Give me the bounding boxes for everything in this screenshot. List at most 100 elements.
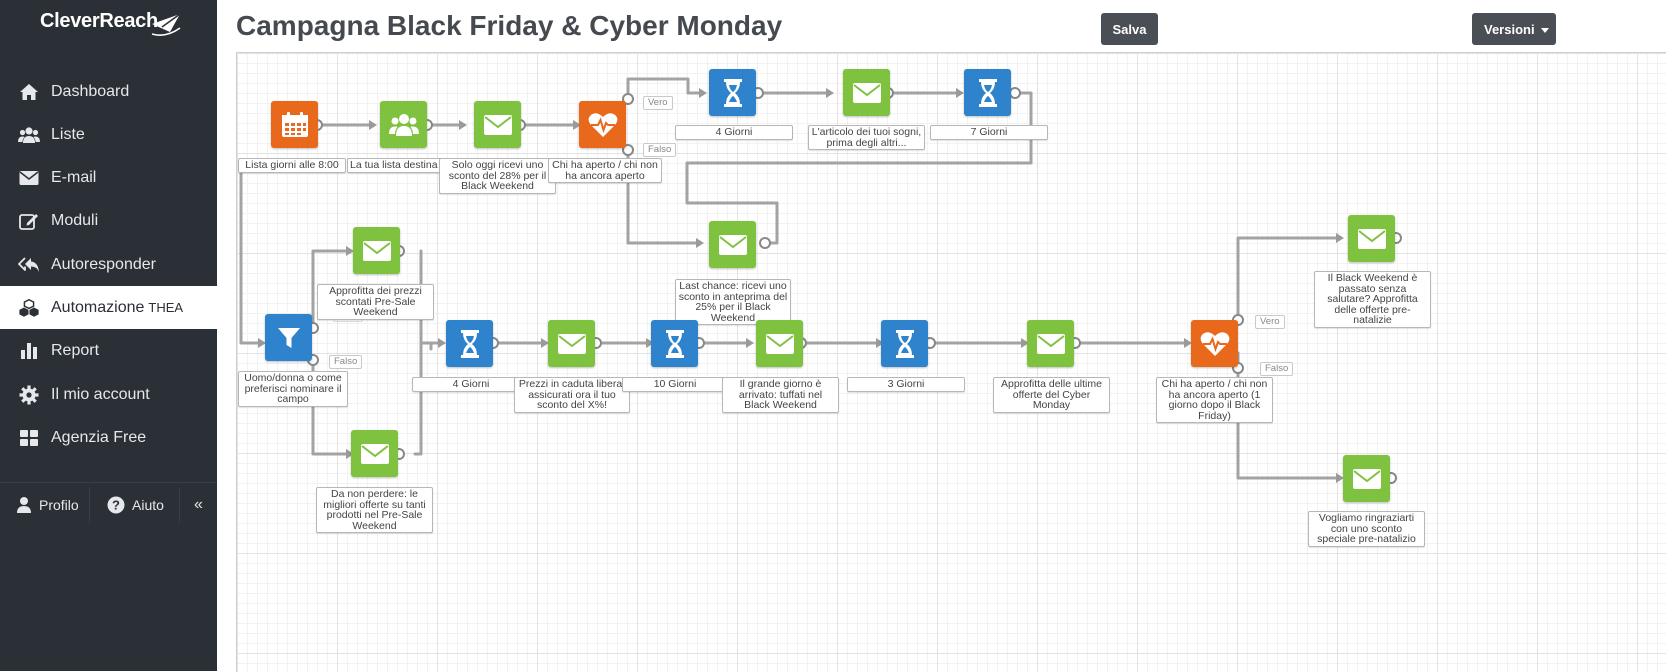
profile-label: Profilo xyxy=(39,497,79,513)
reply-all-icon xyxy=(18,255,40,275)
envelope-icon xyxy=(1352,468,1381,489)
wait-node[interactable] xyxy=(709,69,756,116)
nav-liste-label: Liste xyxy=(51,125,85,143)
condition-node[interactable] xyxy=(1191,320,1238,367)
home-icon xyxy=(18,82,40,102)
email-node[interactable] xyxy=(353,227,400,274)
bar-chart-icon xyxy=(18,341,40,361)
profile-link[interactable]: Profilo xyxy=(16,483,79,527)
email-node[interactable] xyxy=(1343,455,1390,502)
versions-dropdown[interactable]: Versioni xyxy=(1472,13,1556,45)
cubes-icon xyxy=(18,298,40,318)
help-label: Aiuto xyxy=(132,497,164,513)
save-button[interactable]: Salva xyxy=(1101,13,1158,45)
hourglass-icon xyxy=(978,78,997,107)
branch-no-tag: Falso xyxy=(1260,362,1294,376)
nav-account-label: Il mio account xyxy=(51,385,150,403)
node-label: Last chance: ricevi uno sconto in antepr… xyxy=(675,279,791,325)
wait-node[interactable] xyxy=(651,320,698,367)
heartbeat-icon xyxy=(1200,331,1229,356)
nav-email-label: E-mail xyxy=(51,168,97,186)
hourglass-icon xyxy=(895,329,914,358)
collapse-icon: « xyxy=(194,496,203,513)
node-label: Lista giorni alle 8:00 xyxy=(238,158,346,173)
nav-autoresponder-label: Autoresponder xyxy=(51,255,156,273)
svg-text:?: ? xyxy=(112,498,120,513)
nav-automazione[interactable]: Automazione THEA xyxy=(0,286,217,329)
email-node[interactable] xyxy=(756,320,803,367)
sidebar: CleverReach Dashboard Liste E-mail Modul… xyxy=(0,0,217,671)
node-label: Solo oggi ricevi uno sconto del 28% per … xyxy=(439,158,556,194)
nav-dashboard-label: Dashboard xyxy=(51,82,130,100)
node-label: L'articolo dei tuoi sogni, prima degli a… xyxy=(808,125,925,150)
nav-automazione-suffix: THEA xyxy=(148,300,184,315)
nav-dashboard[interactable]: Dashboard xyxy=(0,70,217,113)
nav-agenzia[interactable]: Agenzia Free xyxy=(0,416,217,459)
nav-liste[interactable]: Liste xyxy=(0,113,217,156)
nav-report-label: Report xyxy=(51,341,100,359)
hourglass-icon xyxy=(665,329,684,358)
brand-logo[interactable]: CleverReach xyxy=(0,0,217,50)
node-label: La tua lista destina xyxy=(347,158,443,173)
node-label: Prezzi in caduta libera: assicurati ora … xyxy=(514,377,630,413)
envelope-icon xyxy=(1357,228,1386,249)
envelope-icon xyxy=(362,240,391,261)
email-node[interactable] xyxy=(351,430,398,477)
wait-node[interactable] xyxy=(881,320,928,367)
filter-node[interactable] xyxy=(265,314,312,361)
branch-no-tag: Falso xyxy=(329,355,363,369)
automation-canvas[interactable]: Lista giorni alle 8:00 La tua lista dest… xyxy=(236,52,1666,672)
node-label: 7 Giorni xyxy=(930,125,1048,140)
node-label: 3 Giorni xyxy=(847,377,965,392)
email-node[interactable] xyxy=(843,69,890,116)
branch-yes-tag: Vero xyxy=(1255,315,1285,329)
nav-moduli[interactable]: Moduli xyxy=(0,199,217,242)
list-node[interactable] xyxy=(380,101,427,148)
wait-node[interactable] xyxy=(964,69,1011,116)
heartbeat-icon xyxy=(588,112,617,137)
nav-email[interactable]: E-mail xyxy=(0,156,217,199)
email-node[interactable] xyxy=(709,221,756,268)
node-label: Approfitta dei prezzi scontati Pre-Sale … xyxy=(317,284,434,320)
calendar-icon xyxy=(281,111,308,137)
start-node[interactable] xyxy=(271,101,318,148)
envelope-icon xyxy=(18,168,40,188)
help-icon: ? xyxy=(107,496,125,514)
gear-icon xyxy=(18,385,40,405)
users-icon xyxy=(388,113,419,136)
footer-divider xyxy=(89,487,90,523)
node-label: Il Black Weekend è passato senza salutar… xyxy=(1314,271,1431,328)
node-label: 4 Giorni xyxy=(412,377,530,392)
edit-icon xyxy=(18,211,40,231)
nav-report[interactable]: Report xyxy=(0,329,217,372)
envelope-icon xyxy=(852,82,881,103)
footer-divider xyxy=(179,487,180,523)
nav-moduli-label: Moduli xyxy=(51,211,99,229)
hourglass-icon xyxy=(460,329,479,358)
grid-icon xyxy=(18,428,40,448)
node-label: Da non perdere: le migliori offerte su t… xyxy=(316,487,433,533)
nav-agenzia-label: Agenzia Free xyxy=(51,428,147,446)
email-node[interactable] xyxy=(474,101,521,148)
collapse-sidebar-button[interactable]: « xyxy=(194,483,203,527)
help-link[interactable]: ? Aiuto xyxy=(107,483,164,527)
email-node[interactable] xyxy=(1348,215,1395,262)
node-label: Chi ha aperto / chi non ha ancora aperto… xyxy=(1156,377,1273,423)
brand-name: CleverReach xyxy=(40,10,158,32)
condition-node[interactable] xyxy=(579,101,626,148)
nav-account[interactable]: Il mio account xyxy=(0,373,217,416)
user-icon xyxy=(16,496,32,514)
email-node[interactable] xyxy=(1027,320,1074,367)
envelope-icon xyxy=(483,114,512,135)
users-icon xyxy=(18,125,40,145)
envelope-icon xyxy=(557,333,586,354)
nav-autoresponder[interactable]: Autoresponder xyxy=(0,243,217,286)
email-node[interactable] xyxy=(548,320,595,367)
branch-yes-tag: Vero xyxy=(643,96,673,110)
page-title: Campagna Black Friday & Cyber Monday xyxy=(236,10,783,41)
wait-node[interactable] xyxy=(446,320,493,367)
branch-no-tag: Falso xyxy=(643,143,677,157)
node-label: Il grande giorno è arrivato: tuffati nel… xyxy=(722,377,839,413)
connection-arrows xyxy=(258,88,1344,483)
node-label: 4 Giorni xyxy=(675,125,793,140)
